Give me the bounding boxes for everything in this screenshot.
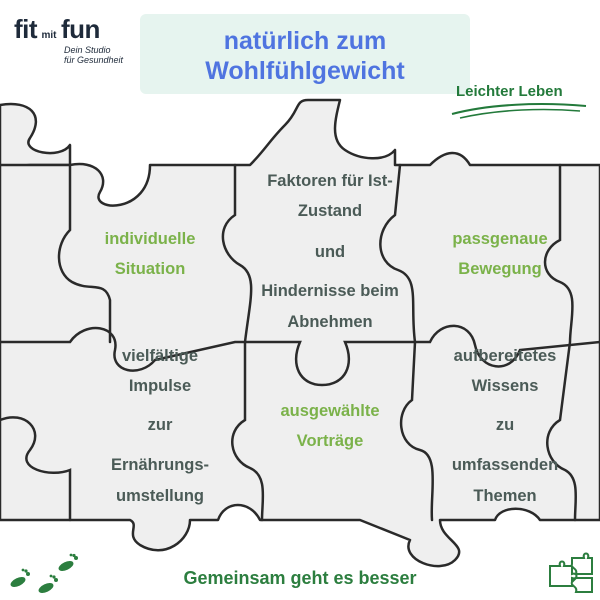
- tagline-underline: [451, 103, 587, 119]
- piece-bottom-right: aufbereitetes Wissens zu umfassenden The…: [420, 345, 590, 507]
- footer-slogan: Gemeinsam geht es besser: [0, 568, 600, 589]
- title-line-2: Wohlfühlgewicht: [205, 57, 405, 85]
- piece-top-middle-line-5: Abnehmen: [287, 313, 373, 331]
- piece-bottom-middle-line-1: ausgewählte: [280, 402, 380, 420]
- puzzle-pieces-icon: [549, 552, 593, 593]
- piece-top-right-line-2: Bewegung: [458, 260, 542, 278]
- footer-text: Gemeinsam geht es besser: [183, 568, 417, 588]
- piece-bottom-left-line-1: vielfältige: [121, 347, 199, 365]
- logo-tagline-1: Dein Studio: [64, 45, 111, 55]
- piece-top-left-line-1: individuelle: [104, 230, 196, 248]
- piece-bottom-right-line-4: umfassenden: [451, 456, 559, 474]
- studio-logo: fit mit fun Dein Studio für Gesundheit: [14, 14, 144, 74]
- piece-top-left: individuelle Situation: [70, 228, 230, 280]
- piece-top-middle-line-2: Zustand: [297, 202, 363, 220]
- piece-top-middle-line-1: Faktoren für Ist-: [267, 172, 393, 190]
- title-banner: natürlich zum Wohlfühlgewicht: [140, 14, 470, 94]
- tagline: Leichter Leben: [456, 83, 563, 100]
- logo-word-mit: mit: [41, 30, 57, 41]
- piece-top-right: passgenaue Bewegung: [420, 228, 580, 280]
- piece-bottom-right-line-1: aufbereitetes: [453, 347, 557, 365]
- piece-bottom-left-line-3: zur: [147, 416, 173, 434]
- piece-bottom-left: vielfältige Impulse zur Ernährungs- umst…: [80, 345, 240, 507]
- piece-top-left-line-2: Situation: [114, 260, 186, 278]
- piece-top-middle-line-3: und: [314, 243, 346, 261]
- logo-tagline-2: für Gesundheit: [64, 55, 124, 65]
- piece-bottom-middle: ausgewählte Vorträge: [250, 400, 410, 452]
- piece-top-middle-line-4: Hindernisse beim: [261, 282, 399, 300]
- piece-top-middle: Faktoren für Ist- Zustand und Hinderniss…: [240, 170, 420, 333]
- piece-bottom-middle-line-2: Vorträge: [296, 432, 364, 450]
- piece-bottom-right-line-5: Themen: [473, 487, 537, 505]
- logo-word-fun: fun: [60, 14, 100, 44]
- piece-top-right-line-1: passgenaue: [452, 230, 548, 248]
- logo-word-fit: fit: [14, 14, 38, 44]
- piece-bottom-left-line-4: Ernährungs-: [110, 456, 210, 474]
- piece-bottom-left-line-2: Impulse: [128, 377, 192, 395]
- piece-bottom-left-line-5: umstellung: [115, 487, 204, 505]
- piece-bottom-right-line-3: zu: [495, 416, 515, 434]
- footprints-icon: [10, 553, 78, 593]
- title-line-1: natürlich zum: [223, 27, 387, 55]
- tagline-text: Leichter Leben: [456, 83, 563, 100]
- piece-bottom-right-line-2: Wissens: [471, 377, 539, 395]
